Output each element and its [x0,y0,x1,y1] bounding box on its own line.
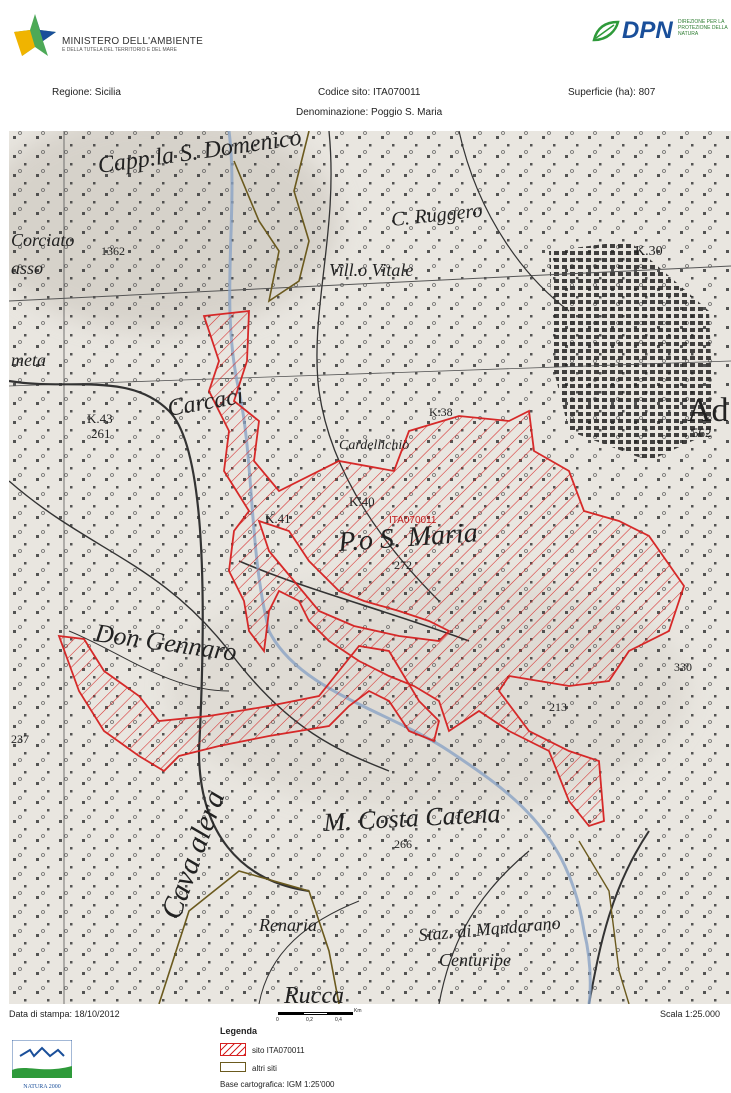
denominazione-label: Denominazione: Poggio S. Maria [296,107,443,118]
dpn-logo: DPN [622,17,673,44]
label-la-rucca: Rucca [283,983,344,1004]
natura2000-icon [11,1039,73,1079]
town-adrano [549,241,714,461]
superficie-label: Superficie (ha): 807 [568,87,656,98]
other-site-east [578,840,630,1004]
label-adrano: Ad [687,392,729,429]
other-site-south [158,870,340,1004]
print-date: Data di stampa: 18/10/2012 [9,1009,120,1019]
scalebar-tick-2: 0,4 [335,1017,342,1023]
ministry-logo [10,10,230,60]
label-centuripe: Centuripe [439,950,511,970]
codice-sito-label: Codice sito: ITA070011 [318,87,421,98]
label-asso: asso [11,258,43,278]
legend-other-label: altri siti [252,1064,277,1073]
scalebar-tick-1: 0,2 [306,1017,313,1023]
legend-swatch-site [220,1043,246,1056]
label-h261: 261 [91,426,111,441]
legend-site-label: sito ITA070011 [252,1046,305,1055]
legend-title: Legenda [220,1026,258,1036]
label-h1362: 1362 [101,244,125,258]
ministry-subtitle: E DELLA TUTELA DEL TERRITORIO E DEL MARE [62,47,177,53]
label-h330: 330 [674,660,692,674]
label-h272: 272 [394,558,412,572]
scalebar-tick-0: 0 [276,1017,279,1023]
label-h562: 562 [692,425,712,440]
scale-label: Scala 1:25.000 [660,1009,721,1019]
label-meta: meta [11,350,46,370]
label-vill-vitale: Vill.o Vitale [329,260,413,280]
regione-label: Regione: Sicilia [52,87,121,98]
legend-swatch-other [220,1062,246,1072]
topographic-map[interactable]: Capp.la S. Domenico C. Ruggero Corciato … [9,131,731,1004]
base-map-label: Base cartografica: IGM 1:25'000 [220,1080,335,1089]
dpn-leaf-icon [592,20,620,47]
label-k43: K.43 [87,411,113,426]
label-k38: K.38 [429,405,453,419]
site-ita070011-label: ITA070011 [389,515,437,526]
natura2000-logo: NATURA 2000 [11,1039,73,1090]
label-h266: 266 [394,837,412,851]
label-k40: K.40 [349,494,375,509]
dpn-subtitle: DIREZIONE PER LA PROTEZIONE DELLA NATURA [678,19,728,37]
label-k30: K.30 [635,244,663,259]
natura2000-label: NATURA 2000 [23,1084,61,1090]
label-k41: K.41 [265,511,291,526]
label-corciato: Corciato [11,230,74,250]
label-renaria: Renaria [258,915,317,935]
label-h237: 237 [11,732,29,746]
star-leaf-icon [14,14,56,56]
site-ita070011-polygon [57,309,685,828]
scalebar-unit: Km [354,1008,362,1014]
label-h213: 213 [549,700,567,714]
label-cardellichio: Cardellichio [339,438,409,453]
scalebar: 0 0,2 0,4 Km [276,1008,362,1028]
ministry-title: MINISTERO DELL'AMBIENTE [62,36,203,47]
other-site-north [233,131,310,303]
